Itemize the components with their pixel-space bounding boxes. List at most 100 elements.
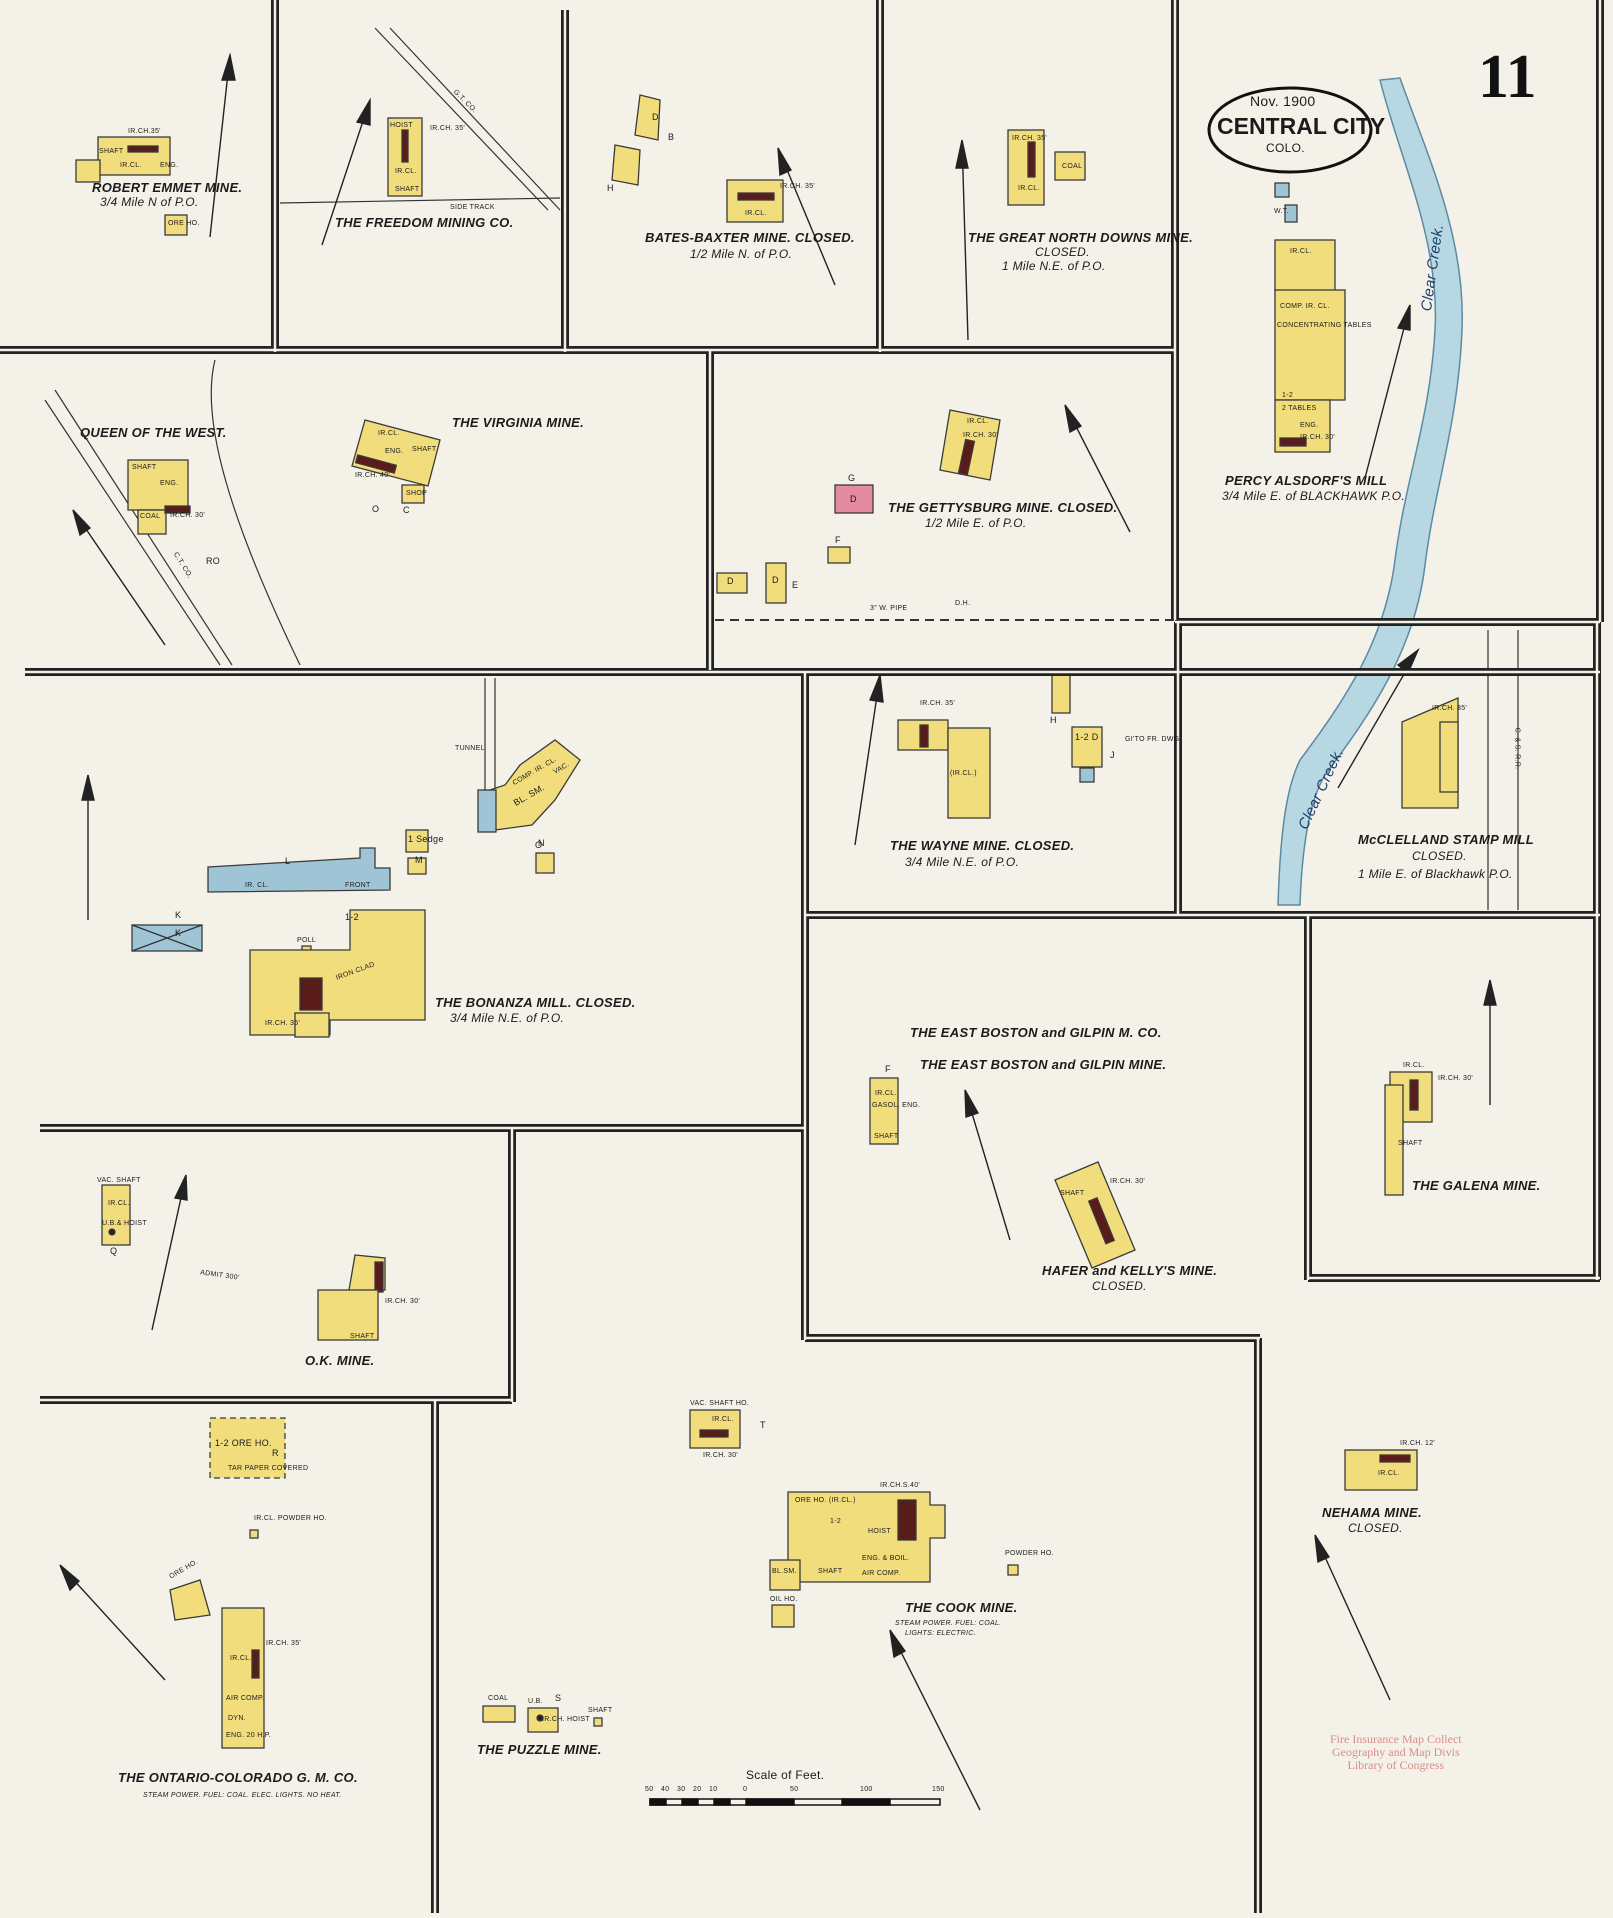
scale-tick: 20 <box>693 1786 702 1793</box>
north-arrow-icon <box>889 1629 981 1811</box>
building-note: 1-2 ORE HO. <box>215 1438 272 1448</box>
building-note: O <box>372 504 380 514</box>
building-note: ENG. 20 H.P. <box>226 1732 272 1739</box>
building-footprint <box>249 1529 259 1539</box>
mine-status: CLOSED. <box>1035 245 1090 259</box>
building-note: D <box>652 112 659 122</box>
building-footprint <box>737 192 775 201</box>
building-note: SHAFT <box>412 446 437 453</box>
building-footprint <box>634 94 661 141</box>
building-footprint <box>108 1228 116 1236</box>
mine-label: McCLELLAND STAMP MILL <box>1358 832 1535 847</box>
mine-label: THE GETTYSBURG MINE. CLOSED. <box>888 500 1118 515</box>
building-note: DYN. <box>228 1715 246 1722</box>
building-note: SHAFT <box>818 1568 843 1575</box>
building-footprint <box>1007 1564 1019 1576</box>
building-footprint <box>482 1705 516 1723</box>
building-note: G <box>848 473 856 483</box>
building-footprint <box>405 829 429 853</box>
building-note: C <box>403 505 410 515</box>
building-note: C. & S. R.R. <box>1513 727 1521 770</box>
building-note: K <box>175 910 182 920</box>
building-note: O <box>535 840 543 850</box>
mine-location: 3/4 Mile N.E. of P.O. <box>450 1011 565 1025</box>
building-footprint <box>354 454 398 474</box>
building-footprint <box>827 546 851 564</box>
building-footprint <box>689 1409 741 1449</box>
stamp-line: Geography and Map Divis <box>1331 1745 1460 1759</box>
building-footprint <box>299 977 323 1011</box>
building-note: ENG. <box>160 480 179 487</box>
north-arrow-icon <box>777 147 792 177</box>
sheet-number: 11 <box>1478 43 1537 111</box>
mine-label: O.K. MINE. <box>305 1353 375 1368</box>
building-footprint <box>101 1184 131 1246</box>
building-note: SIDE TRACK <box>450 204 495 211</box>
building-footprint <box>771 1604 795 1628</box>
north-arrow-icon <box>151 1174 187 1331</box>
building-note: J <box>1110 750 1115 760</box>
building-note: COAL <box>1062 163 1083 170</box>
north-arrow-icon <box>961 139 969 341</box>
building-note: RO <box>206 556 221 566</box>
building-note: TUNNEL <box>455 745 485 752</box>
mine-label: ROBERT EMMET MINE. <box>92 180 243 195</box>
building-note: AIR COMP. <box>226 1695 265 1702</box>
building-note: ORE HO. <box>168 220 200 227</box>
building-note: R <box>272 1448 279 1458</box>
buildings <box>75 94 1459 1749</box>
building-footprint <box>1071 726 1103 768</box>
title-city: CENTRAL CITY <box>1217 113 1386 139</box>
building-footprint <box>957 438 976 476</box>
building-note: IR.CH. 35' <box>780 183 816 190</box>
scale-tick: 100 <box>860 1786 873 1793</box>
title-state: COLO. <box>1266 141 1305 155</box>
building-note: B <box>668 132 675 142</box>
north-arrow-icon <box>59 1564 81 1592</box>
building-note: COAL <box>488 1695 509 1702</box>
building-note: F <box>885 1064 891 1074</box>
scale-tick: 50 <box>645 1786 654 1793</box>
building-note: IR.CH. 35' <box>1432 705 1468 712</box>
north-arrow-icon <box>1396 304 1411 331</box>
building-footprint <box>919 724 929 748</box>
building-note: IR.CH.S.40' <box>880 1482 921 1489</box>
building-footprint <box>127 459 189 511</box>
north-arrow-icon <box>1064 404 1083 434</box>
mine-location: 3/4 Mile N.E. of P.O. <box>905 855 1020 869</box>
mine-status: CLOSED. <box>1412 849 1467 863</box>
building-footprint <box>834 484 874 514</box>
building-note: 2 TABLES <box>1282 405 1317 412</box>
building-footprint <box>1384 1084 1404 1196</box>
scale-tick: 40 <box>661 1786 670 1793</box>
north-arrow-icon <box>869 674 884 703</box>
mine-label: THE GREAT NORTH DOWNS MINE. <box>968 230 1194 245</box>
building-note: POLL <box>297 937 317 944</box>
mine-details: STEAM POWER. FUEL: COAL. <box>895 1620 1002 1627</box>
building-note: (IR.CL.) <box>950 770 977 777</box>
north-arrow-icon <box>72 509 92 537</box>
building-note: IR.CL. <box>1018 185 1040 192</box>
building-footprint <box>317 1289 379 1341</box>
building-note: IR.CH. 35' <box>1012 135 1048 142</box>
building-note: VAC. SHAFT HO. <box>690 1400 750 1407</box>
building-footprint <box>169 1579 211 1621</box>
building-note: GASOL. ENG. <box>872 1102 921 1109</box>
building-note: D.H. <box>955 600 971 607</box>
building-footprint <box>769 1559 801 1591</box>
building-footprint <box>593 1717 603 1727</box>
building-note: N <box>538 838 545 848</box>
building-note: POWDER HO. <box>1005 1550 1054 1557</box>
building-footprint <box>294 1012 330 1038</box>
building-footprint <box>716 572 748 594</box>
building-note: IR.CL. <box>875 1090 897 1097</box>
building-note: M <box>415 855 423 865</box>
north-arrow-icon <box>209 54 231 238</box>
scale-tick: 150 <box>932 1786 945 1793</box>
building-footprint <box>897 1499 917 1541</box>
building-note: IR.CL. <box>108 1200 130 1207</box>
building-footprint <box>207 847 391 893</box>
building-footprint <box>249 909 426 1036</box>
